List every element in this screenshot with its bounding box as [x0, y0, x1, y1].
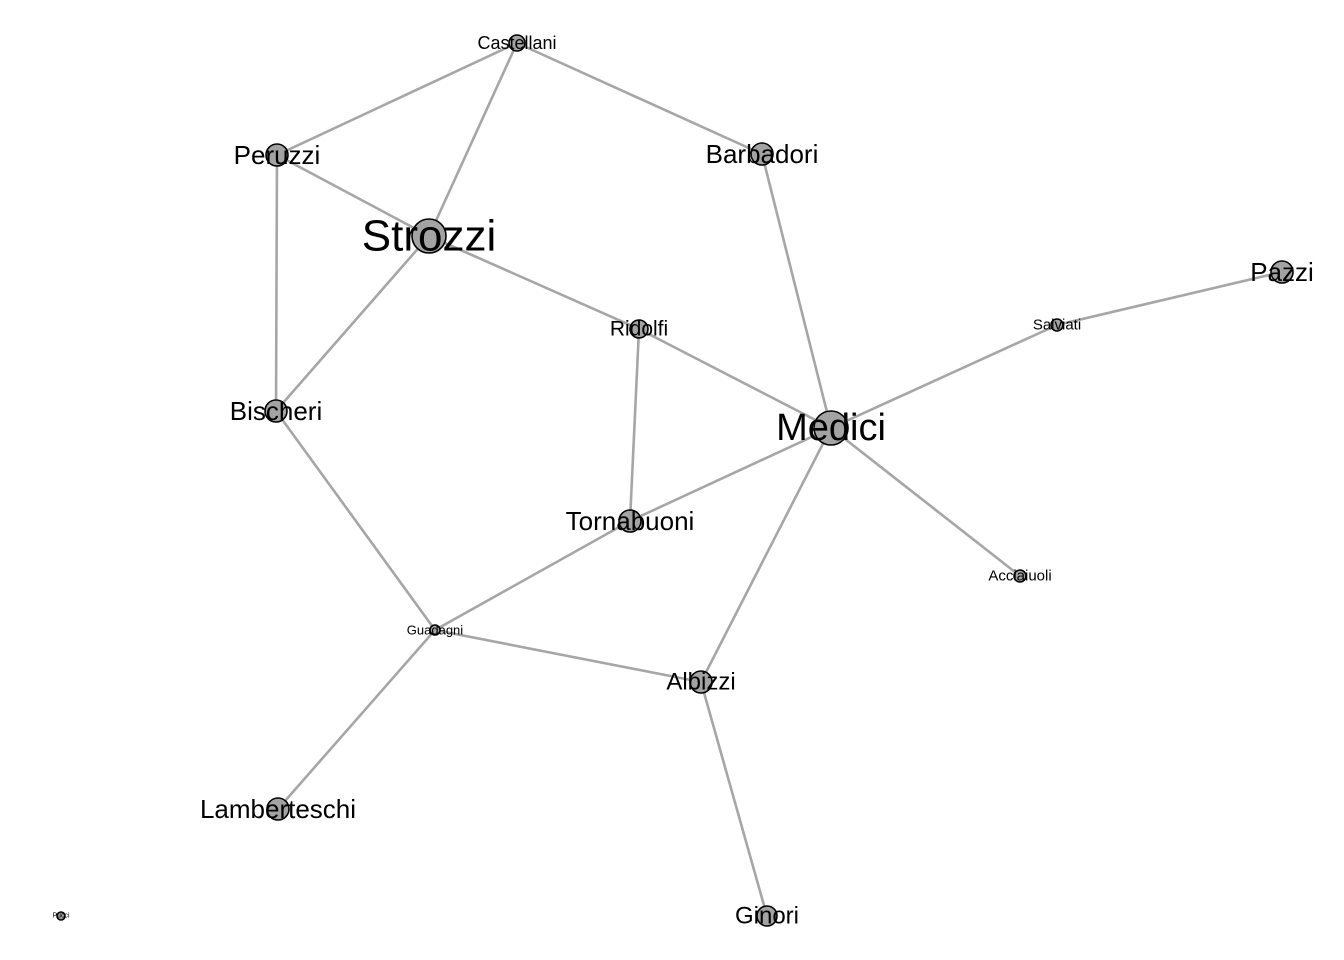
node-pucci[interactable]: Pucci	[52, 911, 70, 921]
node-label-ridolfi: Ridolfi	[610, 318, 668, 341]
node-circle-pazzi	[1270, 260, 1294, 284]
node-circle-barbadori	[750, 142, 774, 166]
node-castellani[interactable]: Castellani	[477, 33, 556, 53]
edge-castellani-barbadori	[515, 41, 764, 156]
node-guadagni[interactable]: Guadagni	[407, 623, 463, 638]
node-barbadori[interactable]: Barbadori	[706, 139, 819, 169]
node-label-peruzzi: Peruzzi	[234, 140, 321, 170]
node-label-salviati: Salviati	[1033, 317, 1081, 334]
edge-medici-salviati	[829, 323, 1059, 430]
edge-strozzi-ridolfi	[427, 234, 641, 331]
edge-strozzi-bischeri	[274, 234, 431, 413]
node-medici[interactable]: Medici	[776, 407, 886, 449]
node-circle-pucci	[56, 911, 66, 921]
node-salviati[interactable]: Salviati	[1033, 317, 1081, 334]
edge-peruzzi-strozzi	[275, 153, 431, 238]
node-label-ginori: Ginori	[735, 903, 799, 930]
node-circle-tornabuoni	[618, 509, 642, 533]
node-strozzi[interactable]: Strozzi	[362, 212, 496, 261]
node-label-castellani: Castellani	[477, 33, 556, 53]
node-label-bischeri: Bischeri	[230, 396, 322, 426]
edge-bischeri-guadagni	[274, 409, 437, 632]
node-pazzi[interactable]: Pazzi	[1250, 257, 1314, 287]
node-tornabuoni[interactable]: Tornabuoni	[566, 506, 695, 536]
node-lamberteschi[interactable]: Lamberteschi	[200, 794, 356, 824]
node-albizzi[interactable]: Albizzi	[666, 669, 735, 696]
node-label-albizzi: Albizzi	[666, 669, 735, 696]
node-bischeri[interactable]: Bischeri	[230, 396, 322, 426]
edge-ridolfi-tornabuoni	[628, 327, 641, 523]
node-circle-albizzi	[689, 670, 713, 694]
node-ginori[interactable]: Ginori	[735, 903, 799, 930]
node-label-tornabuoni: Tornabuoni	[566, 506, 695, 536]
edge-ridolfi-medici	[637, 327, 833, 430]
node-label-strozzi: Strozzi	[362, 212, 496, 261]
node-circle-ginori	[756, 905, 778, 927]
edge-castellani-peruzzi	[275, 41, 519, 157]
node-label-pazzi: Pazzi	[1250, 257, 1314, 287]
node-circle-lamberteschi	[266, 797, 290, 821]
node-circle-acciaiuoli	[1013, 569, 1027, 583]
node-label-barbadori: Barbadori	[706, 139, 819, 169]
edge-layer	[274, 41, 1284, 918]
edge-guadagni-lamberteschi	[276, 628, 437, 811]
edge-albizzi-ginori	[699, 680, 769, 918]
edge-salviati-pazzi	[1055, 270, 1284, 327]
node-peruzzi[interactable]: Peruzzi	[234, 140, 321, 170]
edge-guadagni-albizzi	[433, 628, 703, 684]
node-circle-medici	[813, 410, 849, 446]
node-label-guadagni: Guadagni	[407, 623, 463, 638]
edge-peruzzi-bischeri	[274, 153, 279, 413]
edge-barbadori-medici	[760, 152, 833, 430]
node-circle-strozzi	[411, 218, 447, 254]
node-circle-castellani	[508, 34, 526, 52]
edge-medici-albizzi	[699, 426, 833, 684]
node-acciaiuoli[interactable]: Acciaiuoli	[988, 568, 1051, 585]
node-label-pucci: Pucci	[52, 913, 70, 920]
node-label-lamberteschi: Lamberteschi	[200, 794, 356, 824]
node-circle-bischeri	[264, 399, 288, 423]
edge-castellani-strozzi	[427, 41, 519, 238]
edge-medici-acciaiuoli	[829, 426, 1022, 578]
node-label-medici: Medici	[776, 407, 886, 449]
node-ridolfi[interactable]: Ridolfi	[610, 318, 668, 341]
node-circle-salviati	[1050, 318, 1064, 332]
node-circle-ridolfi	[629, 319, 649, 339]
node-circle-guadagni	[429, 624, 441, 636]
edge-medici-tornabuoni	[628, 426, 833, 523]
node-label-acciaiuoli: Acciaiuoli	[988, 568, 1051, 585]
node-circle-peruzzi	[265, 143, 289, 167]
edge-tornabuoni-guadagni	[433, 519, 632, 632]
